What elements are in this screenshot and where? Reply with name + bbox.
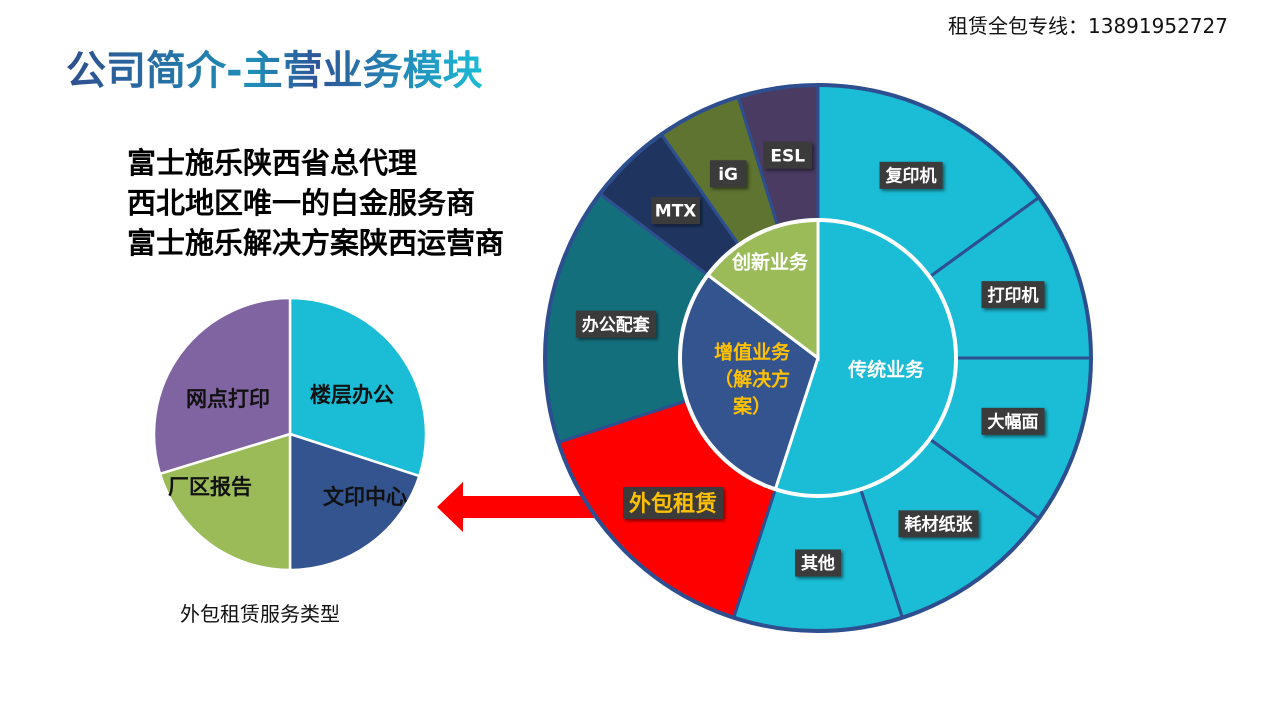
inner-label-line: （解决方 [714, 368, 790, 391]
intro-line: 富士施乐陕西省总代理 [127, 146, 418, 180]
outer-label-text: iG [718, 165, 738, 185]
pie-label: 文印中心 [323, 485, 407, 509]
pie-label: 楼层办公 [310, 383, 394, 407]
label-box [981, 407, 1045, 435]
inner-label: 传统业务 [847, 358, 925, 381]
pie-slice [288, 296, 428, 478]
pie-slice [288, 432, 421, 572]
outer-label-text: 打印机 [987, 285, 1038, 306]
outer-label: 打印机 [981, 281, 1045, 309]
donut-border [543, 83, 1093, 633]
pie-caption: 外包租赁服务类型 [180, 602, 340, 626]
label-box [651, 197, 700, 225]
outer-label-text: MTX [655, 202, 697, 222]
outer-label-text: 大幅面 [987, 411, 1038, 432]
label-box [575, 310, 656, 338]
pie-slice [158, 432, 292, 572]
label-box [898, 510, 979, 538]
outer-label: 办公配套 [575, 310, 656, 338]
inner-border [678, 218, 958, 498]
label-box [981, 281, 1045, 309]
page-title: 公司简介-主营业务模块 [66, 38, 483, 96]
pie-label: 厂区报告 [168, 475, 252, 499]
outer-label: 其他 [795, 549, 841, 577]
label-box [623, 486, 724, 519]
inner-label-line: 增值业务 [714, 341, 791, 364]
outer-label: 外包租赁 [623, 486, 724, 519]
outer-label: MTX [651, 197, 700, 225]
pie-slice [152, 296, 292, 476]
inner-label: 增值业务 （解决方案） [714, 341, 791, 418]
label-box [763, 141, 813, 169]
outer-label: 复印机 [879, 161, 943, 189]
pie-label: 网点打印 [186, 387, 270, 411]
outer-label: ESL [763, 141, 813, 169]
intro-line: 西北地区唯一的白金服务商 [127, 186, 476, 220]
intro-line: 富士施乐解决方案陕西运营商 [127, 226, 505, 260]
inner-label-line: 案） [732, 395, 771, 418]
outer-label-text: 复印机 [885, 165, 937, 186]
outer-label: 大幅面 [981, 407, 1045, 435]
hotline-text: 租赁全包专线：13891952727 [948, 14, 1228, 38]
label-box [795, 549, 841, 577]
label-box [879, 161, 943, 189]
intro-text: 富士施乐陕西省总代理 西北地区唯一的白金服务商 富士施乐解决方案陕西运营商 [127, 143, 504, 263]
outer-label-text: ESL [770, 146, 805, 166]
outer-label-text: 办公配套 [582, 314, 651, 335]
outer-label-text: 耗材纸张 [904, 514, 973, 535]
label-box [709, 160, 747, 188]
outer-label: iG [709, 160, 747, 188]
outer-label-text: 其他 [801, 553, 835, 574]
outer-label-text: 外包租赁 [629, 491, 717, 517]
outer-label: 耗材纸张 [898, 510, 979, 538]
arrow-icon [437, 482, 625, 532]
inner-label: 创新业务 [731, 251, 809, 274]
